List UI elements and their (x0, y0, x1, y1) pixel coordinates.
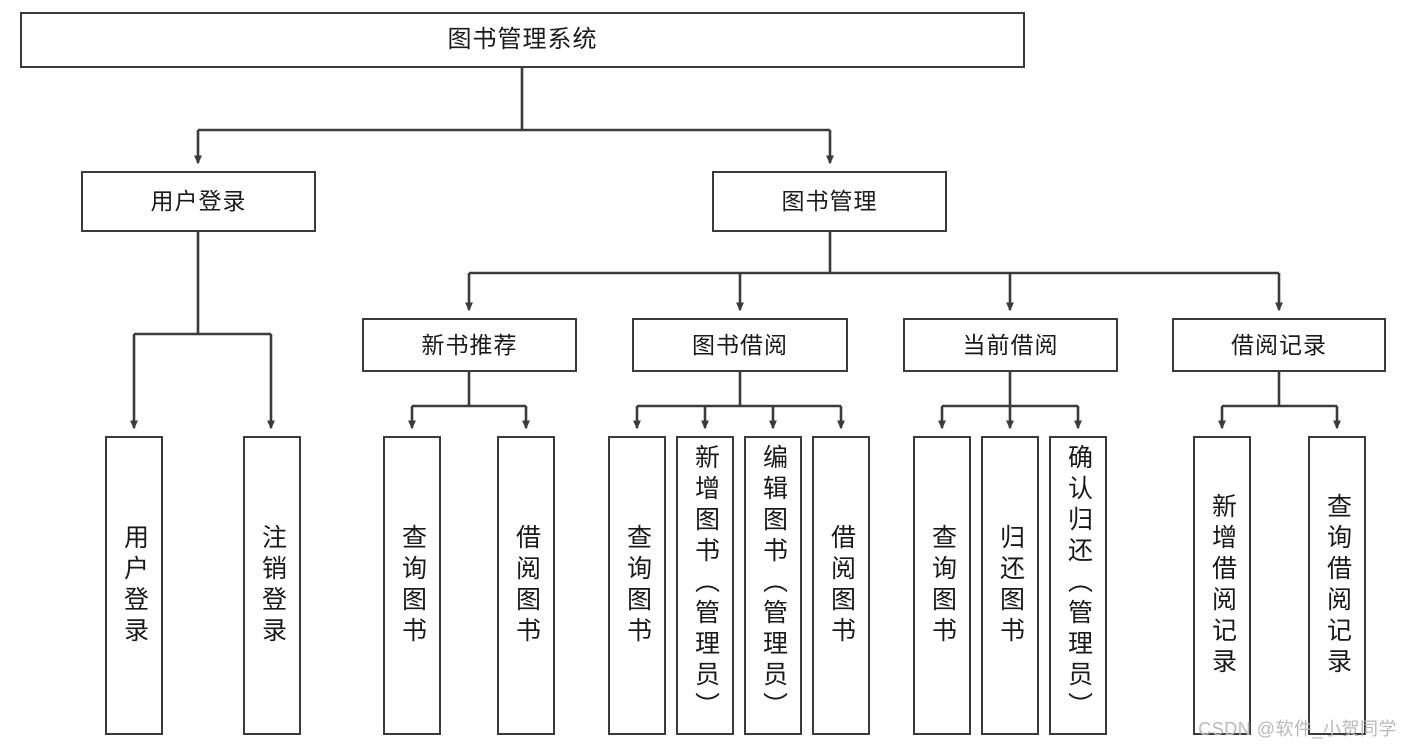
node-user-login[interactable]: 用户登录 (81, 171, 316, 232)
leaf-confirm-return-admin[interactable]: 确认归还（管理员） (1049, 436, 1107, 735)
leaf-edit-book-admin[interactable]: 编辑图书（管理员） (744, 436, 802, 735)
leaf-return-books[interactable]: 归还图书 (981, 436, 1039, 735)
leaf-query-books-borrow[interactable]: 查询图书 (608, 436, 666, 735)
node-label: 借阅记录 (1231, 331, 1327, 358)
leaf-label: 确认归还（管理员） (1064, 444, 1093, 723)
leaf-label: 新增图书（管理员） (691, 444, 720, 723)
node-book-borrowing[interactable]: 图书借阅 (632, 318, 848, 372)
node-label: 图书借阅 (692, 331, 788, 358)
node-label: 图书管理系统 (447, 26, 598, 54)
leaf-add-book-admin[interactable]: 新增图书（管理员） (676, 436, 734, 735)
leaf-add-borrow-record[interactable]: 新增借阅记录 (1193, 436, 1251, 735)
node-current-borrowing[interactable]: 当前借阅 (903, 318, 1118, 372)
node-root-book-management-system[interactable]: 图书管理系统 (20, 12, 1025, 68)
leaf-label: 查询图书 (623, 523, 652, 648)
leaf-label: 借阅图书 (512, 523, 541, 648)
leaf-label: 查询图书 (398, 523, 427, 648)
leaf-label: 新增借阅记录 (1208, 492, 1237, 679)
leaf-label: 查询图书 (928, 523, 957, 648)
leaf-label: 归还图书 (996, 523, 1025, 648)
leaf-label: 编辑图书（管理员） (759, 444, 788, 723)
node-book-management[interactable]: 图书管理 (712, 171, 947, 232)
leaf-query-books-current[interactable]: 查询图书 (913, 436, 971, 735)
leaf-query-books-recommend[interactable]: 查询图书 (383, 436, 441, 735)
node-borrowing-record[interactable]: 借阅记录 (1172, 318, 1386, 372)
leaf-label: 借阅图书 (827, 523, 856, 648)
node-label: 图书管理 (781, 188, 878, 215)
leaf-label: 查询借阅记录 (1323, 492, 1352, 679)
leaf-user-login[interactable]: 用户登录 (105, 436, 163, 735)
leaf-label: 注销登录 (258, 523, 287, 648)
watermark: CSDN @软件_小贺同学 (1198, 719, 1397, 739)
node-new-book-recommendation[interactable]: 新书推荐 (362, 318, 577, 372)
leaf-borrow-books[interactable]: 借阅图书 (812, 436, 870, 735)
leaf-label: 用户登录 (120, 523, 149, 648)
node-label: 当前借阅 (962, 331, 1059, 358)
leaf-logout[interactable]: 注销登录 (243, 436, 301, 735)
leaf-query-borrow-record[interactable]: 查询借阅记录 (1308, 436, 1366, 735)
node-label: 用户登录 (150, 188, 247, 215)
leaf-borrow-books-recommend[interactable]: 借阅图书 (497, 436, 555, 735)
node-label: 新书推荐 (421, 331, 518, 358)
